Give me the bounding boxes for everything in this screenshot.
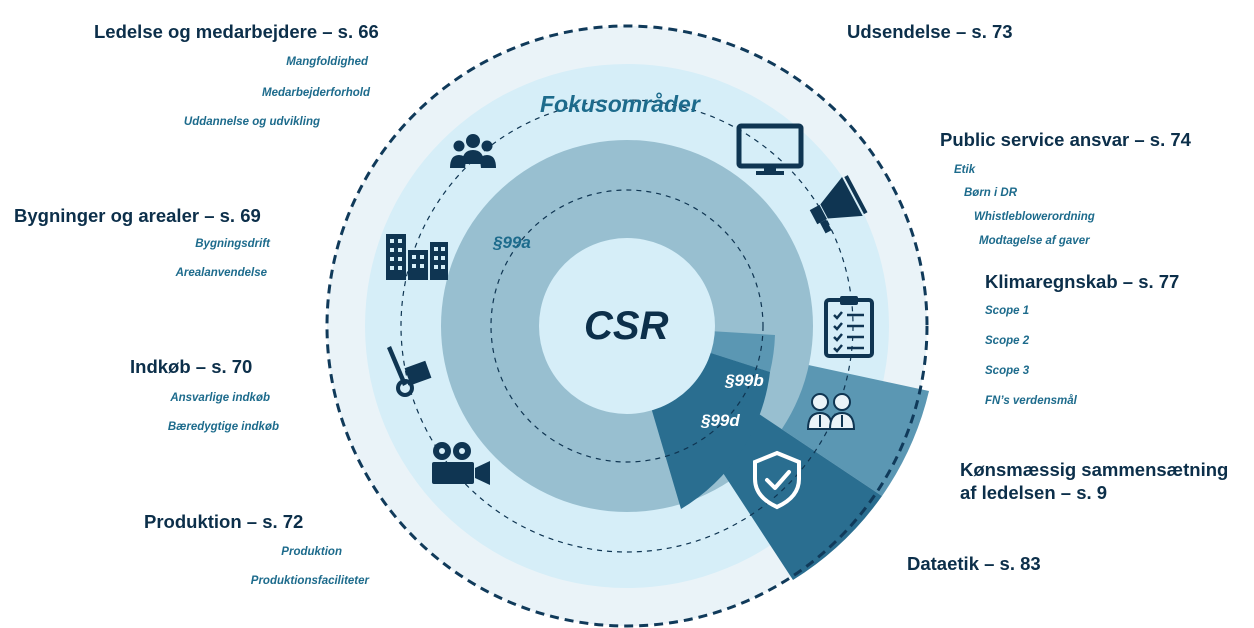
category-title-konsmassig-line1: Kønsmæssig sammensætning — [960, 459, 1229, 480]
sub-item-medarbejderforhold: Medarbejderforhold — [262, 87, 370, 99]
sub-item-produktionsfaciliteter: Produktionsfaciliteter — [250, 575, 369, 587]
ring-title-fokusomrader: Fokusområder — [540, 91, 700, 117]
category-title-dataetik: Dataetik – s. 83 — [907, 553, 1041, 574]
section-label-99b: §99b — [725, 371, 764, 390]
sub-item-born-i-dr: Børn i DR — [964, 187, 1018, 199]
clipboard-checklist-icon — [824, 296, 874, 358]
megaphone-icon — [809, 175, 868, 234]
sub-item-produktion: Produktion — [281, 546, 342, 558]
category-title-public-service: Public service ansvar – s. 74 — [940, 129, 1191, 150]
film-camera-icon — [432, 442, 490, 485]
center-label-csr: CSR — [584, 304, 669, 348]
sub-item-scope-1: Scope 1 — [985, 305, 1030, 317]
sub-item-scope-2: Scope 2 — [985, 335, 1030, 347]
sub-item-arealanvendelse: Arealanvendelse — [175, 267, 267, 279]
buildings-icon — [386, 234, 448, 280]
sub-item-bygningsdrift: Bygningsdrift — [195, 238, 270, 250]
hand-truck-icon — [387, 346, 432, 397]
section-label-99d: §99d — [701, 411, 740, 430]
people-group-icon — [450, 134, 496, 168]
category-title-konsmassig-line2: af ledelsen – s. 9 — [960, 482, 1108, 504]
sub-item-etik: Etik — [954, 164, 976, 176]
inner-dashed-circle — [490, 189, 764, 463]
sub-item-ansvarlige-indkob: Ansvarlige indkøb — [170, 392, 270, 404]
category-title-bygninger: Bygninger og arealer – s. 69 — [14, 205, 261, 226]
section-label-99a: §99a — [493, 233, 531, 252]
category-title-konsmassig: Kønsmæssig sammensætning af ledelsen – s… — [960, 458, 1228, 504]
center-circle — [539, 238, 715, 414]
business-people-icon — [806, 393, 856, 430]
shield-check-icon — [753, 450, 801, 510]
sub-item-scope-3: Scope 3 — [985, 365, 1030, 377]
sub-item-mangfoldighed: Mangfoldighed — [286, 56, 368, 68]
sub-item-baeredygtige-indkob: Bæredygtige indkøb — [167, 421, 279, 433]
sub-item-fn-verdensmal: FN’s verdensmål — [985, 395, 1077, 407]
sub-item-whistleblowerordning: Whistleblowerordning — [974, 211, 1095, 223]
category-title-produktion: Produktion – s. 72 — [144, 511, 304, 532]
category-title-indkob: Indkøb – s. 70 — [130, 356, 253, 377]
sub-item-uddannelse: Uddannelse og udvikling — [183, 116, 320, 128]
category-title-udsendelse: Udsendelse – s. 73 — [847, 21, 1013, 42]
category-title-klimaregnskab: Klimaregnskab – s. 77 — [985, 271, 1180, 292]
outer-dashed-border — [325, 24, 929, 628]
sub-item-modtagelse-af-gaver: Modtagelse af gaver — [979, 235, 1090, 247]
category-title-ledelse: Ledelse og medarbejdere – s. 66 — [94, 21, 379, 42]
tv-icon — [736, 123, 804, 175]
